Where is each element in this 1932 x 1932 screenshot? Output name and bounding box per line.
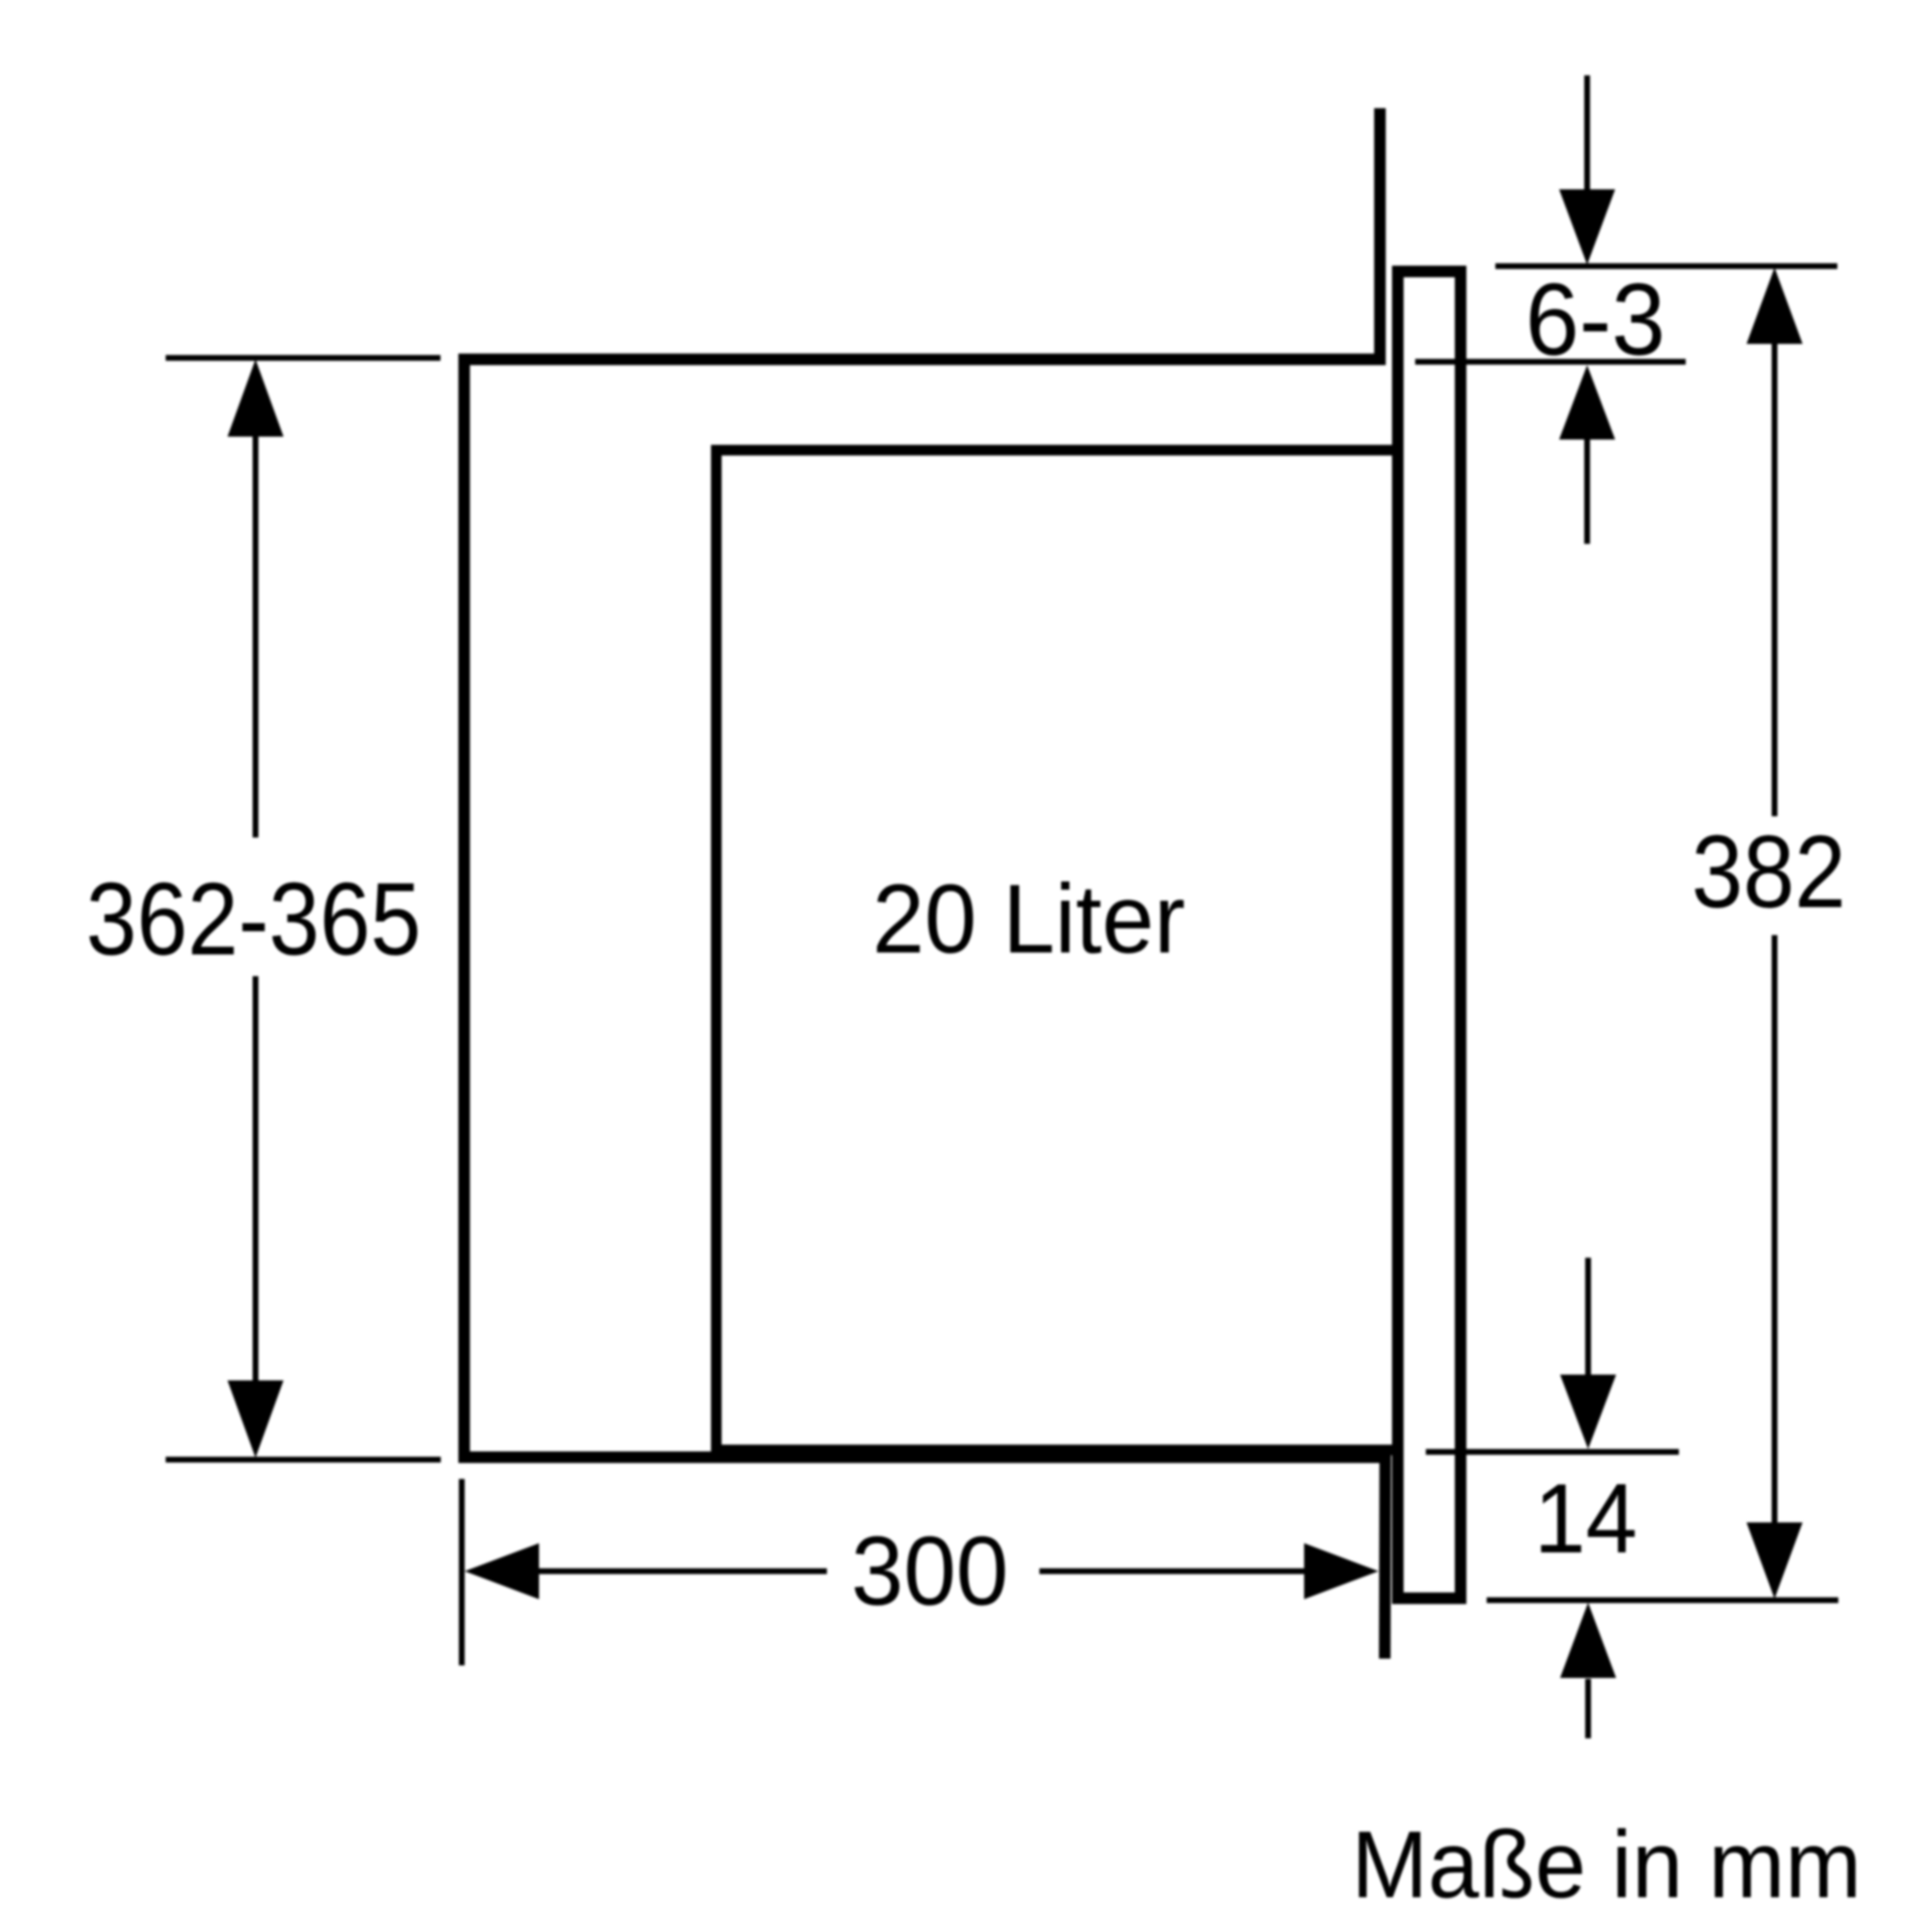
svg-text:382: 382: [1691, 813, 1846, 929]
svg-text:362-365: 362-365: [86, 861, 421, 977]
svg-text:6-3: 6-3: [1525, 263, 1665, 377]
svg-text:20 Liter: 20 Liter: [872, 866, 1185, 974]
svg-text:300: 300: [851, 1518, 1009, 1626]
svg-text:14: 14: [1534, 1463, 1637, 1574]
svg-text:Maße in mm: Maße in mm: [1351, 1811, 1861, 1918]
